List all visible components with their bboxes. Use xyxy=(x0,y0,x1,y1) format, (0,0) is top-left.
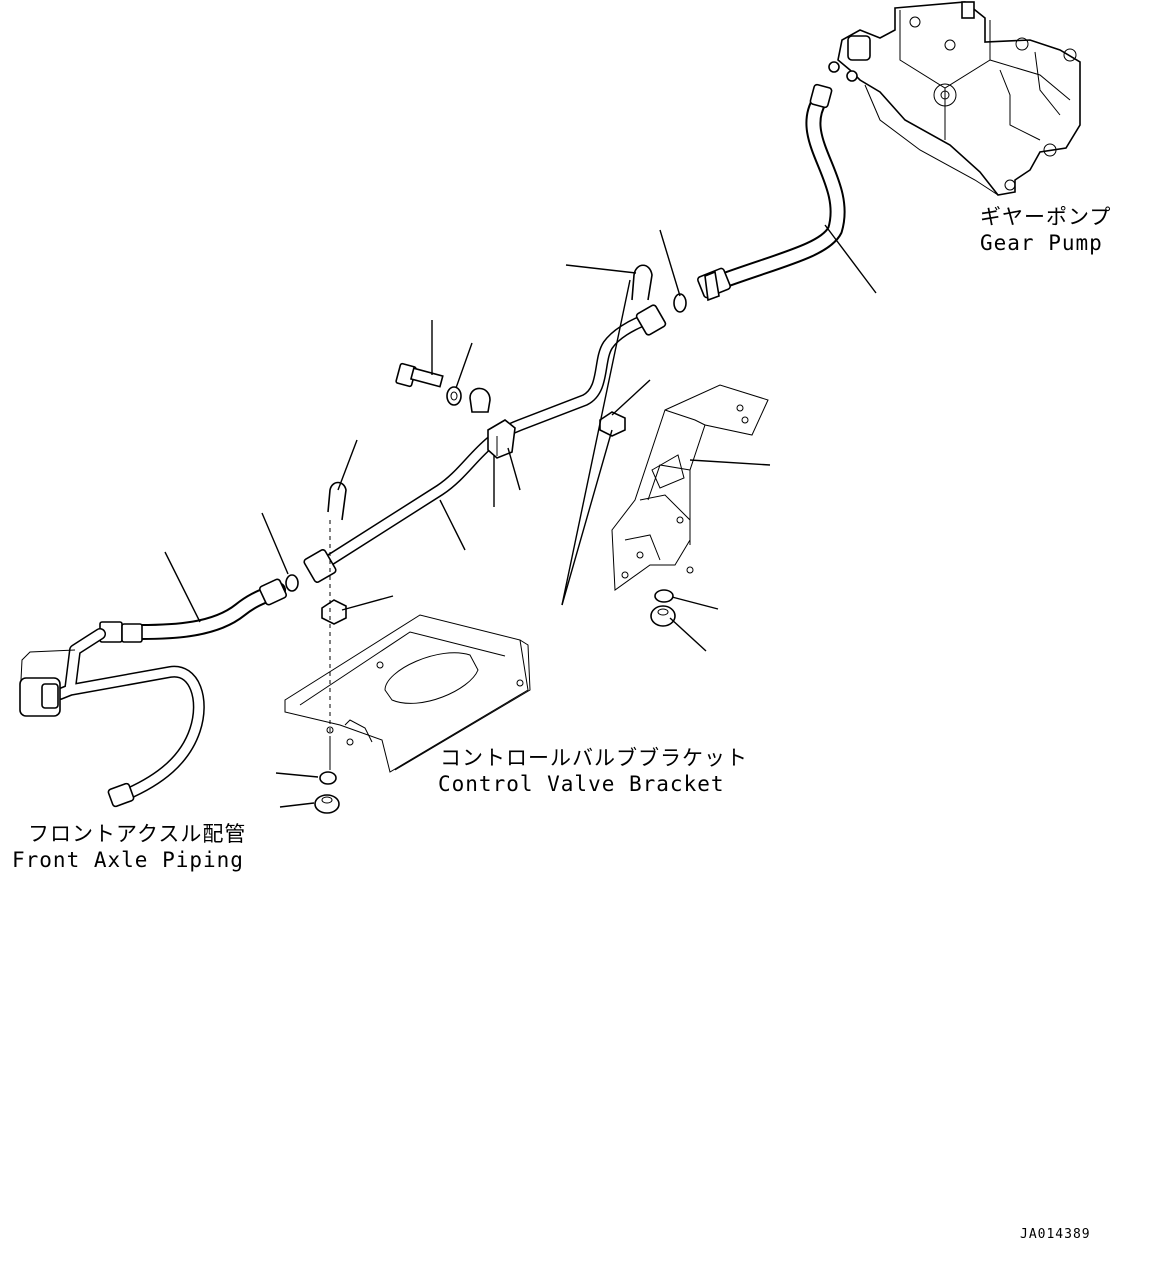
washer-lower xyxy=(319,771,337,785)
gear-pump-label-jp: ギヤーポンプ xyxy=(980,205,1111,229)
control-valve-bracket-drawing xyxy=(284,614,531,773)
front-axle-piping-drawing xyxy=(19,628,205,808)
leader-lines xyxy=(164,224,877,808)
bracket-drawing xyxy=(611,384,769,591)
nut-right xyxy=(650,605,676,627)
u-bolt-left xyxy=(327,481,347,521)
hose-gear-pump xyxy=(697,83,846,302)
tube-clamp xyxy=(487,419,516,459)
washer-bolt xyxy=(446,386,462,406)
o-ring-right xyxy=(673,293,687,313)
drawing-code: JA014389 xyxy=(1020,1227,1091,1242)
control-valve-bracket-label-jp: コントロールバルブブラケット xyxy=(440,746,748,770)
front-axle-piping-label-en: Front Axle Piping xyxy=(12,848,244,872)
gear-pump-drawing xyxy=(828,1,1081,196)
clamp-right xyxy=(599,411,626,437)
hose-front-axle xyxy=(99,578,288,643)
o-ring-left xyxy=(285,574,299,592)
front-axle-piping-label-jp: フロントアクスル配管 xyxy=(28,822,246,846)
control-valve-bracket-label-en: Control Valve Bracket xyxy=(438,772,725,796)
steel-tube xyxy=(303,304,667,583)
u-bolt-top xyxy=(631,264,653,301)
gear-pump-label-en: Gear Pump xyxy=(980,231,1103,255)
washer-right xyxy=(654,589,674,603)
clip xyxy=(469,387,491,413)
bolt xyxy=(395,362,444,388)
nut-lower xyxy=(314,794,340,814)
clamp-lower xyxy=(321,599,347,625)
